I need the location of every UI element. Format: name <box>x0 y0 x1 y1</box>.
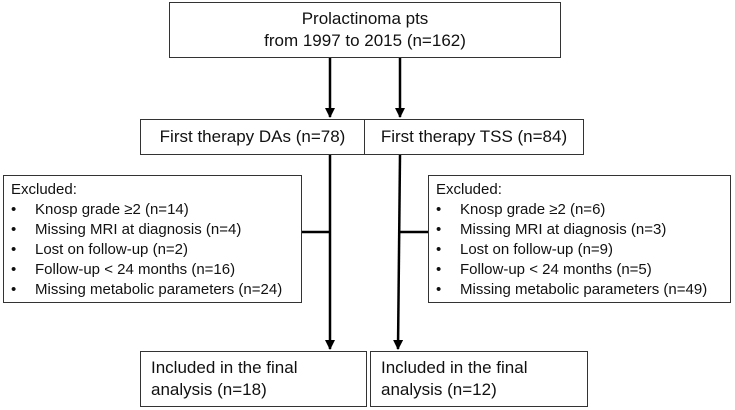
bullet-icon: • <box>11 201 17 218</box>
final-analysis-tss-box: Included in the final analysis (n=12) <box>370 351 588 407</box>
list-item: • Follow-up < 24 months (n=5) <box>436 260 726 280</box>
bullet-icon: • <box>436 261 442 278</box>
list-item: • Follow-up < 24 months (n=16) <box>11 260 297 280</box>
excluded-item-label: Lost on follow-up (n=2) <box>35 241 189 258</box>
excluded-item-label: Follow-up < 24 months (n=5) <box>460 261 652 278</box>
final-analysis-das-box: Included in the final analysis (n=18) <box>140 351 367 407</box>
excluded-item-label: Missing MRI at diagnosis (n=4) <box>35 221 242 238</box>
bullet-icon: • <box>436 201 442 218</box>
list-item: • Missing metabolic parameters (n=49) <box>436 280 726 300</box>
final-tss-line2: analysis (n=12) <box>381 380 497 399</box>
bullet-icon: • <box>11 261 17 278</box>
final-das-line1: Included in the final <box>151 358 298 377</box>
final-das-line2: analysis (n=18) <box>151 380 267 399</box>
therapy-das-box: First therapy DAs (n=78) <box>140 119 365 155</box>
excluded-list: • Knosp grade ≥2 (n=14) • Missing MRI at d… <box>11 200 297 300</box>
final-tss-line1: Included in the final <box>381 358 528 377</box>
list-item: • Lost on follow-up (n=2) <box>11 240 297 260</box>
excluded-item-label: Knosp grade ≥2 (n=14) <box>35 201 189 218</box>
list-item: • Missing MRI at diagnosis (n=4) <box>11 220 297 240</box>
therapy-tss-label: First therapy TSS (n=84) <box>380 127 568 146</box>
bullet-icon: • <box>11 241 17 258</box>
excluded-item-label: Follow-up < 24 months (n=16) <box>35 261 236 278</box>
list-item: • Knosp grade ≥2 (n=6) <box>436 200 726 220</box>
bullet-icon: • <box>436 221 442 238</box>
excluded-box-das: Excluded: • Knosp grade ≥2 (n=14) • Missin… <box>3 175 302 303</box>
list-item: • Knosp grade ≥2 (n=14) <box>11 200 297 220</box>
excluded-item-label: Missing metabolic parameters (n=49) <box>460 281 708 298</box>
excluded-box-tss: Excluded: • Knosp grade ≥2 (n=6) • Missing… <box>428 175 731 303</box>
list-item: • Missing MRI at diagnosis (n=3) <box>436 220 726 240</box>
excluded-item-label: Knosp grade ≥2 (n=6) <box>460 201 606 218</box>
excluded-list: • Knosp grade ≥2 (n=6) • Missing MRI at di… <box>436 200 726 300</box>
excluded-item-label: Missing metabolic parameters (n=24) <box>35 281 283 298</box>
therapy-tss-box: First therapy TSS (n=84) <box>364 119 584 155</box>
list-item: • Lost on follow-up (n=9) <box>436 240 726 260</box>
excluded-title: Excluded: <box>11 181 77 198</box>
list-item: • Missing metabolic parameters (n=24) <box>11 280 297 300</box>
bullet-icon: • <box>436 281 442 298</box>
population-box: Prolactinoma pts from 1997 to 2015 (n=16… <box>169 2 561 58</box>
excluded-item-label: Lost on follow-up (n=9) <box>460 241 614 258</box>
excluded-item-label: Missing MRI at diagnosis (n=3) <box>460 221 667 238</box>
arrow-tss-to-final <box>393 154 404 350</box>
population-line2: from 1997 to 2015 (n=162) <box>264 31 466 50</box>
bullet-icon: • <box>436 241 442 258</box>
bullet-icon: • <box>11 221 17 238</box>
bullet-icon: • <box>11 281 17 298</box>
population-line1: Prolactinoma pts <box>301 9 429 28</box>
excluded-title: Excluded: <box>436 181 502 198</box>
therapy-das-label: First therapy DAs (n=78) <box>159 127 346 146</box>
